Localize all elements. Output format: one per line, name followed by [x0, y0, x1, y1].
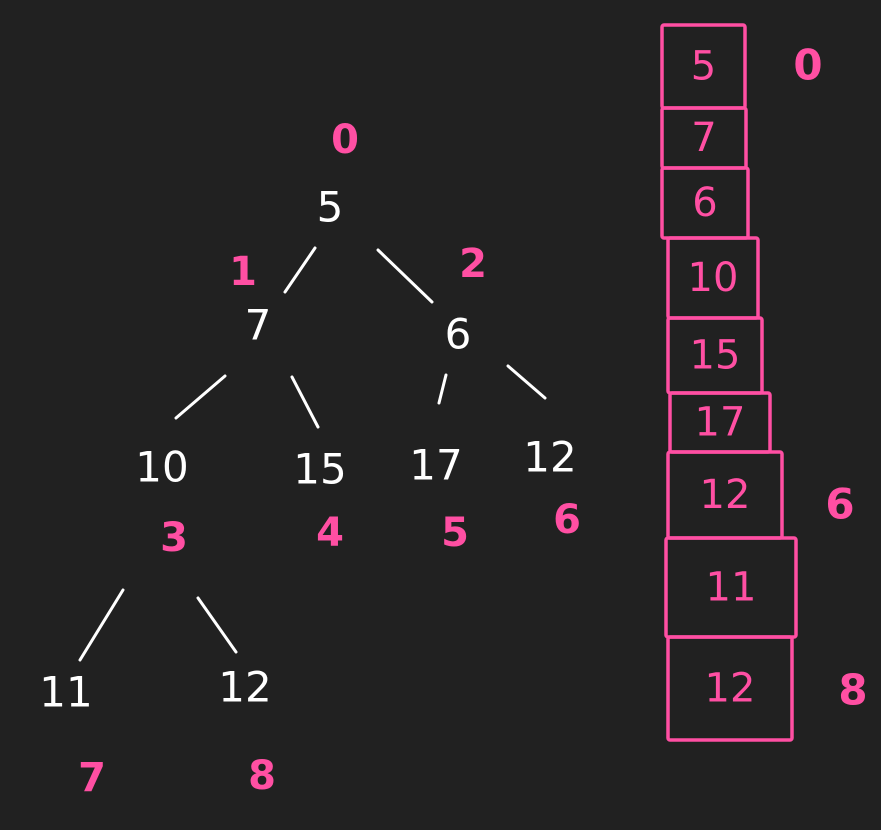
- tree-node-value: 6: [445, 310, 472, 359]
- tree-edge-2-6: [506, 364, 547, 400]
- tree-node-value: 5: [317, 183, 344, 232]
- heap-array: 5 7 6 10 15 17 12 11 12 0 6 8: [660, 23, 868, 742]
- array-cell-value: 6: [692, 180, 717, 226]
- array-index-label: 8: [838, 666, 867, 715]
- tree-edge-1-3: [174, 374, 227, 420]
- tree-edge-0-1: [283, 246, 317, 294]
- tree-edge-0-2: [376, 248, 434, 304]
- tree-edge-2-5: [437, 373, 448, 405]
- array-cell-value: 12: [705, 666, 756, 712]
- tree-node-value: 10: [135, 443, 188, 492]
- binary-heap-tree: 5 0 7 1 6 2 10 3 15 4 17 5 12 6 11 7 12 8: [39, 117, 581, 801]
- array-cell-value: 15: [690, 333, 741, 379]
- array-cell: [666, 635, 794, 742]
- tree-node-value: 12: [523, 433, 576, 482]
- tree-edge-3-7: [78, 588, 125, 662]
- array-cell-value: 10: [688, 255, 739, 301]
- tree-node-value: 7: [245, 301, 272, 350]
- tree-node-index: 2: [459, 241, 487, 287]
- tree-node-value: 12: [218, 663, 271, 712]
- tree-node-index: 4: [316, 510, 344, 556]
- tree-node-index: 8: [248, 753, 276, 799]
- tree-node-index: 1: [229, 249, 257, 295]
- tree-node-index: 7: [78, 755, 106, 801]
- tree-node-value: 15: [293, 445, 346, 494]
- array-cell-value: 11: [706, 565, 757, 611]
- tree-node-value: 17: [409, 441, 462, 490]
- array-cell-value: 17: [695, 400, 746, 446]
- tree-node-value: 11: [39, 668, 92, 717]
- tree-node-index: 3: [160, 515, 188, 561]
- tree-edge-3-8: [196, 596, 238, 654]
- tree-edge-1-4: [290, 375, 320, 429]
- array-cell-value: 5: [691, 44, 716, 90]
- tree-edges: [78, 246, 547, 662]
- array-cell-value: 7: [691, 115, 716, 161]
- tree-node-index: 6: [553, 497, 581, 543]
- tree-node-index: 0: [331, 117, 359, 163]
- array-index-label: 6: [825, 480, 854, 529]
- array-index-label: 0: [793, 41, 822, 90]
- array-cell-value: 12: [700, 472, 751, 518]
- tree-node-index: 5: [441, 510, 469, 556]
